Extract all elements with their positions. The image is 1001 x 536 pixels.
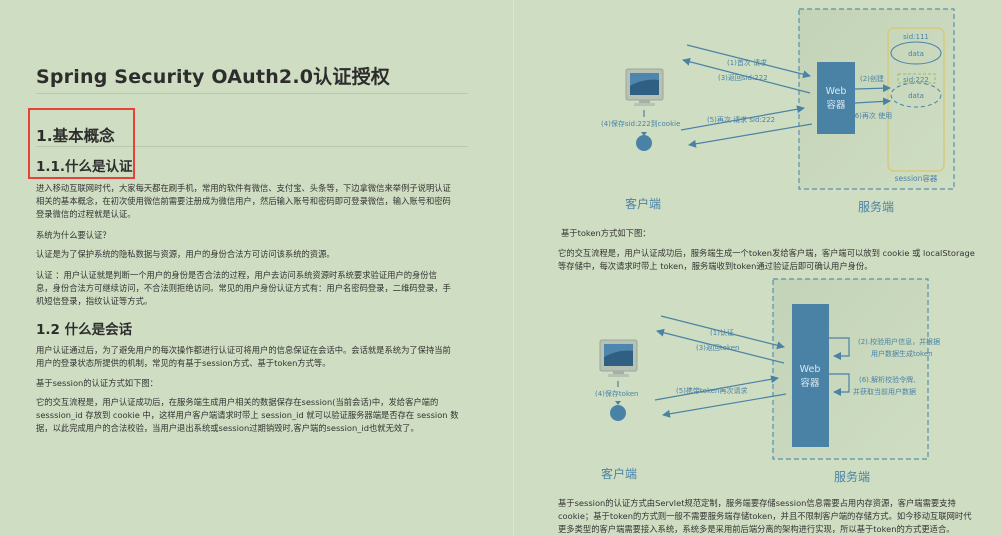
server-label: 服务端 [834,469,870,484]
step-2-label-line2: 用户数据生成token [871,349,933,358]
step-6-label-line2: 并获取当前用户数据 [853,387,916,396]
paragraph-token-flow: 它的交互流程是，用户认证成功后，服务端生成一个token发给客户端，客户端可以放… [558,247,998,273]
step-2-label-line1: (2).校验用户信息，并根据 [858,337,940,346]
text-line: 据，以此完成用户的合法校验，当用户退出系统或session过期销毁时,客户端的s… [36,423,419,434]
text-line: 它的交互流程是，用户认证成功后，服务端生成一个token发给客户端，客户端可以放… [558,248,975,258]
paragraph-comparison: 基于session的认证方式由Servlet规范定制，服务端要存储session… [558,497,998,536]
section-divider [36,146,468,147]
text-line: 等存储中，每次请求时带上 token，服务端收到token通过验证后即可确认用户… [558,261,873,272]
step-4-label: (4)保存token [595,389,639,398]
web-container-box [817,62,855,134]
text-line: sesssion_id 存放到 cookie 中，这样用户客户端请求时带上 se… [36,410,459,421]
red-highlight-box [28,108,135,179]
text-line: 基于session的认证方式由Servlet规范定制，服务端要存储session… [558,498,956,508]
client-label: 客户端 [601,466,637,481]
step-2-label: (2)创建 [860,74,884,83]
text-line: 用户认证通过后，为了避免用户的每次操作都进行认证可将用户的信息保证在会话中。会话… [36,345,451,355]
client-monitor-icon [625,68,664,106]
text-line: 用户的登录状态所提供的机制，常见的有基于session方式、基于token方式等… [36,358,331,369]
section-heading-1-2: 1.2 什么是会话 [36,322,133,338]
client-label: 客户端 [625,196,661,211]
step-6-label-line1: (6).解析校验令牌, [859,375,915,384]
web-container-label: Web [826,86,847,97]
sid-111-label: sid:111 [903,33,929,41]
data-ellipse-2 [890,82,942,108]
page-title: Spring Security OAuth2.0认证授权 [36,66,390,88]
sid-222-box [897,73,936,84]
paragraph-session-intro: 用户认证通过后，为了避免用户的每次操作都进行认证可将用户的信息保证在会话中。会话… [36,344,468,370]
step-3-label: (3)返回token [696,344,740,352]
session-auth-diagram: session容器 sid:111 data sid:222 data Web … [560,0,1000,220]
paragraph-auth-definition: 认证 ：用户认证就是判断一个用户的身份是否合法的过程，用户去访问系统资源时系统要… [36,269,468,309]
step-5-label: (5)再次 请求 sid:222 [707,115,775,124]
text-line: 相关的基本概念，在初次使用微信前需要注册成为微信用户，然后输入账号和密码即可登录… [36,196,451,207]
text-line: 息，身份合法方可继续访问，不合法则拒绝访问。常见的用户身份认证方式有：用户名密码… [36,283,451,294]
web-container-label: 容器 [800,377,820,389]
web-container-label: Web [800,364,821,375]
text-line: 更多类型的客户端需要接入系统，系统多是采用前后端分离的架构进行实现，所以基于to… [558,524,955,535]
left-page: Spring Security OAuth2.0认证授权 1.基本概念 1.1.… [28,66,468,436]
text-line: 登录微信的过程就是认证。 [36,209,136,220]
section-heading-1-1: 1.1.什么是认证 [36,159,133,175]
text-line: 进入移动互联网时代，大家每天都在刷手机，常用的软件有微信、支付宝、头条等，下边拿… [36,183,451,193]
title-divider [36,93,468,94]
token-storage-icon [610,405,626,421]
server-region [798,8,955,190]
session-container-label: session容器 [895,173,938,183]
server-label: 服务端 [858,199,894,214]
data-label: data [908,92,924,100]
web-container-label: 容器 [826,99,846,111]
step-3-label: (3)返回sid:222 [718,74,768,82]
paragraph-intro: 进入移动互联网时代，大家每天都在刷手机，常用的软件有微信、支付宝、头条等，下边拿… [36,182,468,222]
step-1-label: (1)首次 请求 [727,58,767,67]
page-divider [513,0,514,536]
token-auth-diagram: Web 容器 (2).校验用户信息，并根据 用户数据生成token (6).解析… [560,270,1000,490]
web-container-box [792,304,829,447]
step-5-label: (5)携带token再次请求 [676,386,748,395]
text-line: cookie；基于token的方式则一般不需要服务端存储token，并且不限制客… [558,511,972,522]
text-line: 它的交互流程是，用户认证成功后，在服务端生成用户相关的数据保存在session(… [36,397,439,407]
sid-222-label: sid:222 [903,76,929,84]
step-4-label: (4)保存sid:222到cookie [601,119,680,128]
text-line: 机短信登录，指纹认证等方式。 [36,296,153,307]
step-6-label: (6)再次 使用 [852,111,892,120]
client-monitor-icon [599,339,638,377]
paragraph-session-flow: 它的交互流程是，用户认证成功后，在服务端生成用户相关的数据保存在session(… [36,396,468,436]
data-label: data [908,50,924,58]
section-heading-1: 1.基本概念 [36,127,115,145]
text-line: 认证 ：用户认证就是判断一个用户的身份是否合法的过程，用户去访问系统资源时系统要… [36,270,437,280]
data-ellipse-1 [890,41,942,65]
cookie-storage-icon [636,135,652,151]
paragraph-why-auth: 系统为什么要认证？ [36,230,111,240]
paragraph-token-caption: 基于token方式如下图： [561,228,651,238]
step-1-label: (1)认证 [710,328,734,337]
paragraph-auth-purpose: 认证是为了保护系统的隐私数据与资源，用户的身份合法方可访问该系统的资源。 [36,249,335,259]
paragraph-session-figure-caption: 基于session的认证方式如下图： [36,378,158,388]
